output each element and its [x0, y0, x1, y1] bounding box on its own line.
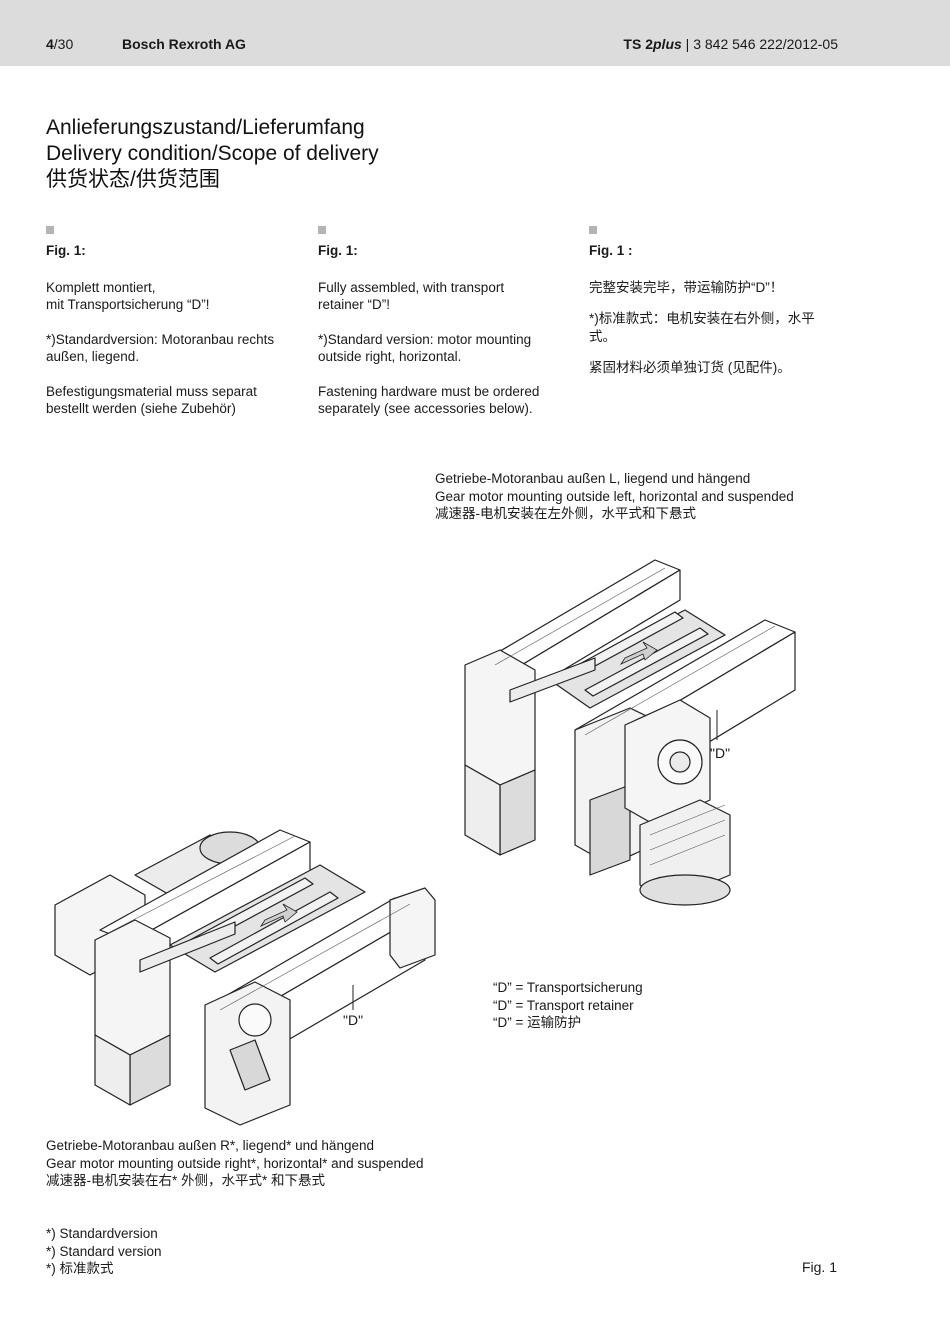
legend-zh: “D” = 运输防护: [493, 1015, 582, 1030]
legend-de: “D” = Transportsicherung: [493, 980, 643, 995]
footnote-de: *) Standardversion: [46, 1226, 158, 1241]
title-zh: 供货状态/供货范围: [46, 168, 220, 191]
fig-label-de: Fig. 1:: [46, 243, 86, 258]
footnote-zh: *) 标准款式: [46, 1261, 114, 1276]
bullet-square: [589, 226, 597, 234]
bullet-square: [318, 226, 326, 234]
footnote-en: *) Standard version: [46, 1243, 162, 1259]
caption-de: Getriebe-Motoranbau außen L, liegend und…: [435, 471, 751, 486]
page-header: 4/30 Bosch Rexroth AG TS 2plus | 3 842 5…: [0, 0, 950, 66]
conveyor-drawing-right-mounting: [54, 829, 436, 1126]
label-d-lower: "D": [343, 1012, 364, 1028]
page-number: 4/30: [46, 36, 74, 52]
fig-label-en: Fig. 1:: [318, 243, 358, 258]
paragraph: *)标准款式：电机安装在右外侧，水平式。: [589, 311, 815, 344]
paragraph: 紧固材料必须单独订货 (见配件)。: [589, 360, 791, 375]
paragraph: Komplett montiert,mit Transportsicherung…: [46, 279, 210, 313]
caption-de: Getriebe-Motoranbau außen R*, liegend* u…: [46, 1138, 374, 1153]
title-en: Delivery condition/Scope of delivery: [46, 142, 379, 165]
caption-left-mounting: Getriebe-Motoranbau außen L, liegend und…: [435, 470, 794, 523]
title-de: Anlieferungszustand/Lieferumfang: [46, 116, 365, 139]
document-reference: TS 2plus | 3 842 546 222/2012-05: [623, 36, 838, 52]
legend-d: “D” = Transportsicherung “D” = Transport…: [493, 979, 643, 1032]
caption-right-mounting: Getriebe-Motoranbau außen R*, liegend* u…: [46, 1137, 423, 1190]
label-d-upper: "D": [710, 745, 731, 761]
caption-en: Gear motor mounting outside right*, hori…: [46, 1155, 424, 1171]
bullet-square: [46, 226, 54, 234]
footnotes: *) Standardversion *) Standard version *…: [46, 1225, 162, 1278]
caption-zh: 减速器-电机安装在左外侧，水平式和下悬式: [435, 506, 696, 521]
paragraph: 完整安装完毕，带运输防护“D”！: [589, 279, 784, 295]
column-de: Fig. 1: Komplett montiert,mit Transports…: [46, 226, 306, 435]
section-titles: Anlieferungszustand/Lieferumfang Deliver…: [46, 115, 379, 193]
company-name: Bosch Rexroth AG: [122, 36, 246, 52]
conveyor-drawing-left-mounting: [464, 559, 796, 906]
legend-en: “D” = Transport retainer: [493, 997, 634, 1013]
column-zh: Fig. 1 : 完整安装完毕，带运输防护“D”！ *)标准款式：电机安装在右外…: [589, 226, 849, 391]
fig-label-zh: Fig. 1 :: [589, 243, 633, 258]
caption-zh: 减速器-电机安装在右* 外侧，水平式* 和下悬式: [46, 1173, 326, 1188]
caption-en: Gear motor mounting outside left, horizo…: [435, 488, 794, 504]
figure-reference: Fig. 1: [801, 1259, 837, 1275]
